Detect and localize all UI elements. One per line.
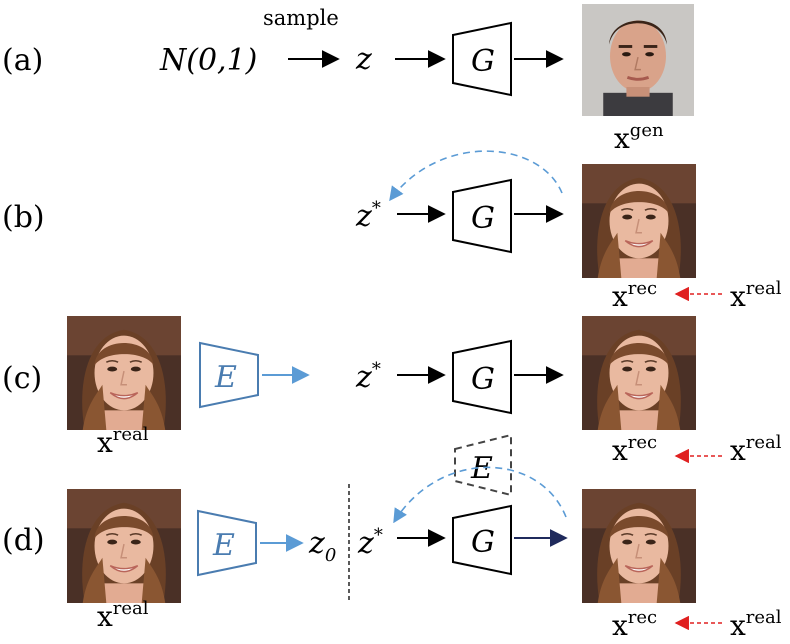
photo-male-face <box>582 4 694 116</box>
generator-block-d: G <box>452 504 512 576</box>
photo-female-face-input-c <box>67 316 181 430</box>
dashed-encoder-label: E <box>470 451 493 486</box>
encoder-block-c: E <box>199 341 259 409</box>
row-label-b: (b) <box>2 200 45 235</box>
latent-z0-label: z0 <box>308 526 336 566</box>
generator-label-c: G <box>471 362 495 397</box>
encoder-label-c: E <box>214 360 237 395</box>
generator-block-a: G <box>452 21 512 97</box>
generator-label-b: G <box>471 201 495 236</box>
encoder-label-d: E <box>212 528 235 563</box>
generator-block-c: G <box>452 339 512 415</box>
latent-zstar-label-b: z* <box>355 198 381 234</box>
x-real-label-b: xreal <box>730 278 782 313</box>
x-real-input-label-d: xreal <box>97 598 149 633</box>
x-real-label-c: xreal <box>730 432 782 467</box>
photo-female-face-input-d <box>67 489 181 603</box>
x-real-input-label-c: xreal <box>97 424 149 459</box>
row-label-c: (c) <box>2 361 42 396</box>
x-rec-label-b: xrec <box>612 278 657 313</box>
encoder-block-d: E <box>197 509 257 577</box>
x-real-label-d: xreal <box>730 607 782 642</box>
row-label-d: (d) <box>2 523 45 558</box>
dashed-optimization-arrow-d <box>393 466 567 524</box>
photo-female-face-rec-d <box>582 489 696 603</box>
latent-z-label: z <box>355 42 372 77</box>
latent-zstar-label-c: z* <box>355 359 381 395</box>
x-rec-label-d: xrec <box>612 607 657 642</box>
sample-label: sample <box>263 6 339 30</box>
noise-distribution-label: N(0,1) <box>159 43 257 78</box>
latent-zstar-label-d: z* <box>357 525 383 561</box>
generator-block-b: G <box>452 178 512 254</box>
x-rec-label-c: xrec <box>612 432 657 467</box>
photo-female-face-rec-b <box>582 164 696 278</box>
generator-label-a: G <box>471 44 495 79</box>
dashed-encoder-block: E <box>454 433 512 497</box>
generator-label-d: G <box>471 525 495 560</box>
x-gen-label: xgen <box>614 120 664 155</box>
row-label-a: (a) <box>2 43 43 78</box>
photo-female-face-rec-c <box>582 316 696 430</box>
dashed-optimization-arrow-b <box>389 150 563 202</box>
